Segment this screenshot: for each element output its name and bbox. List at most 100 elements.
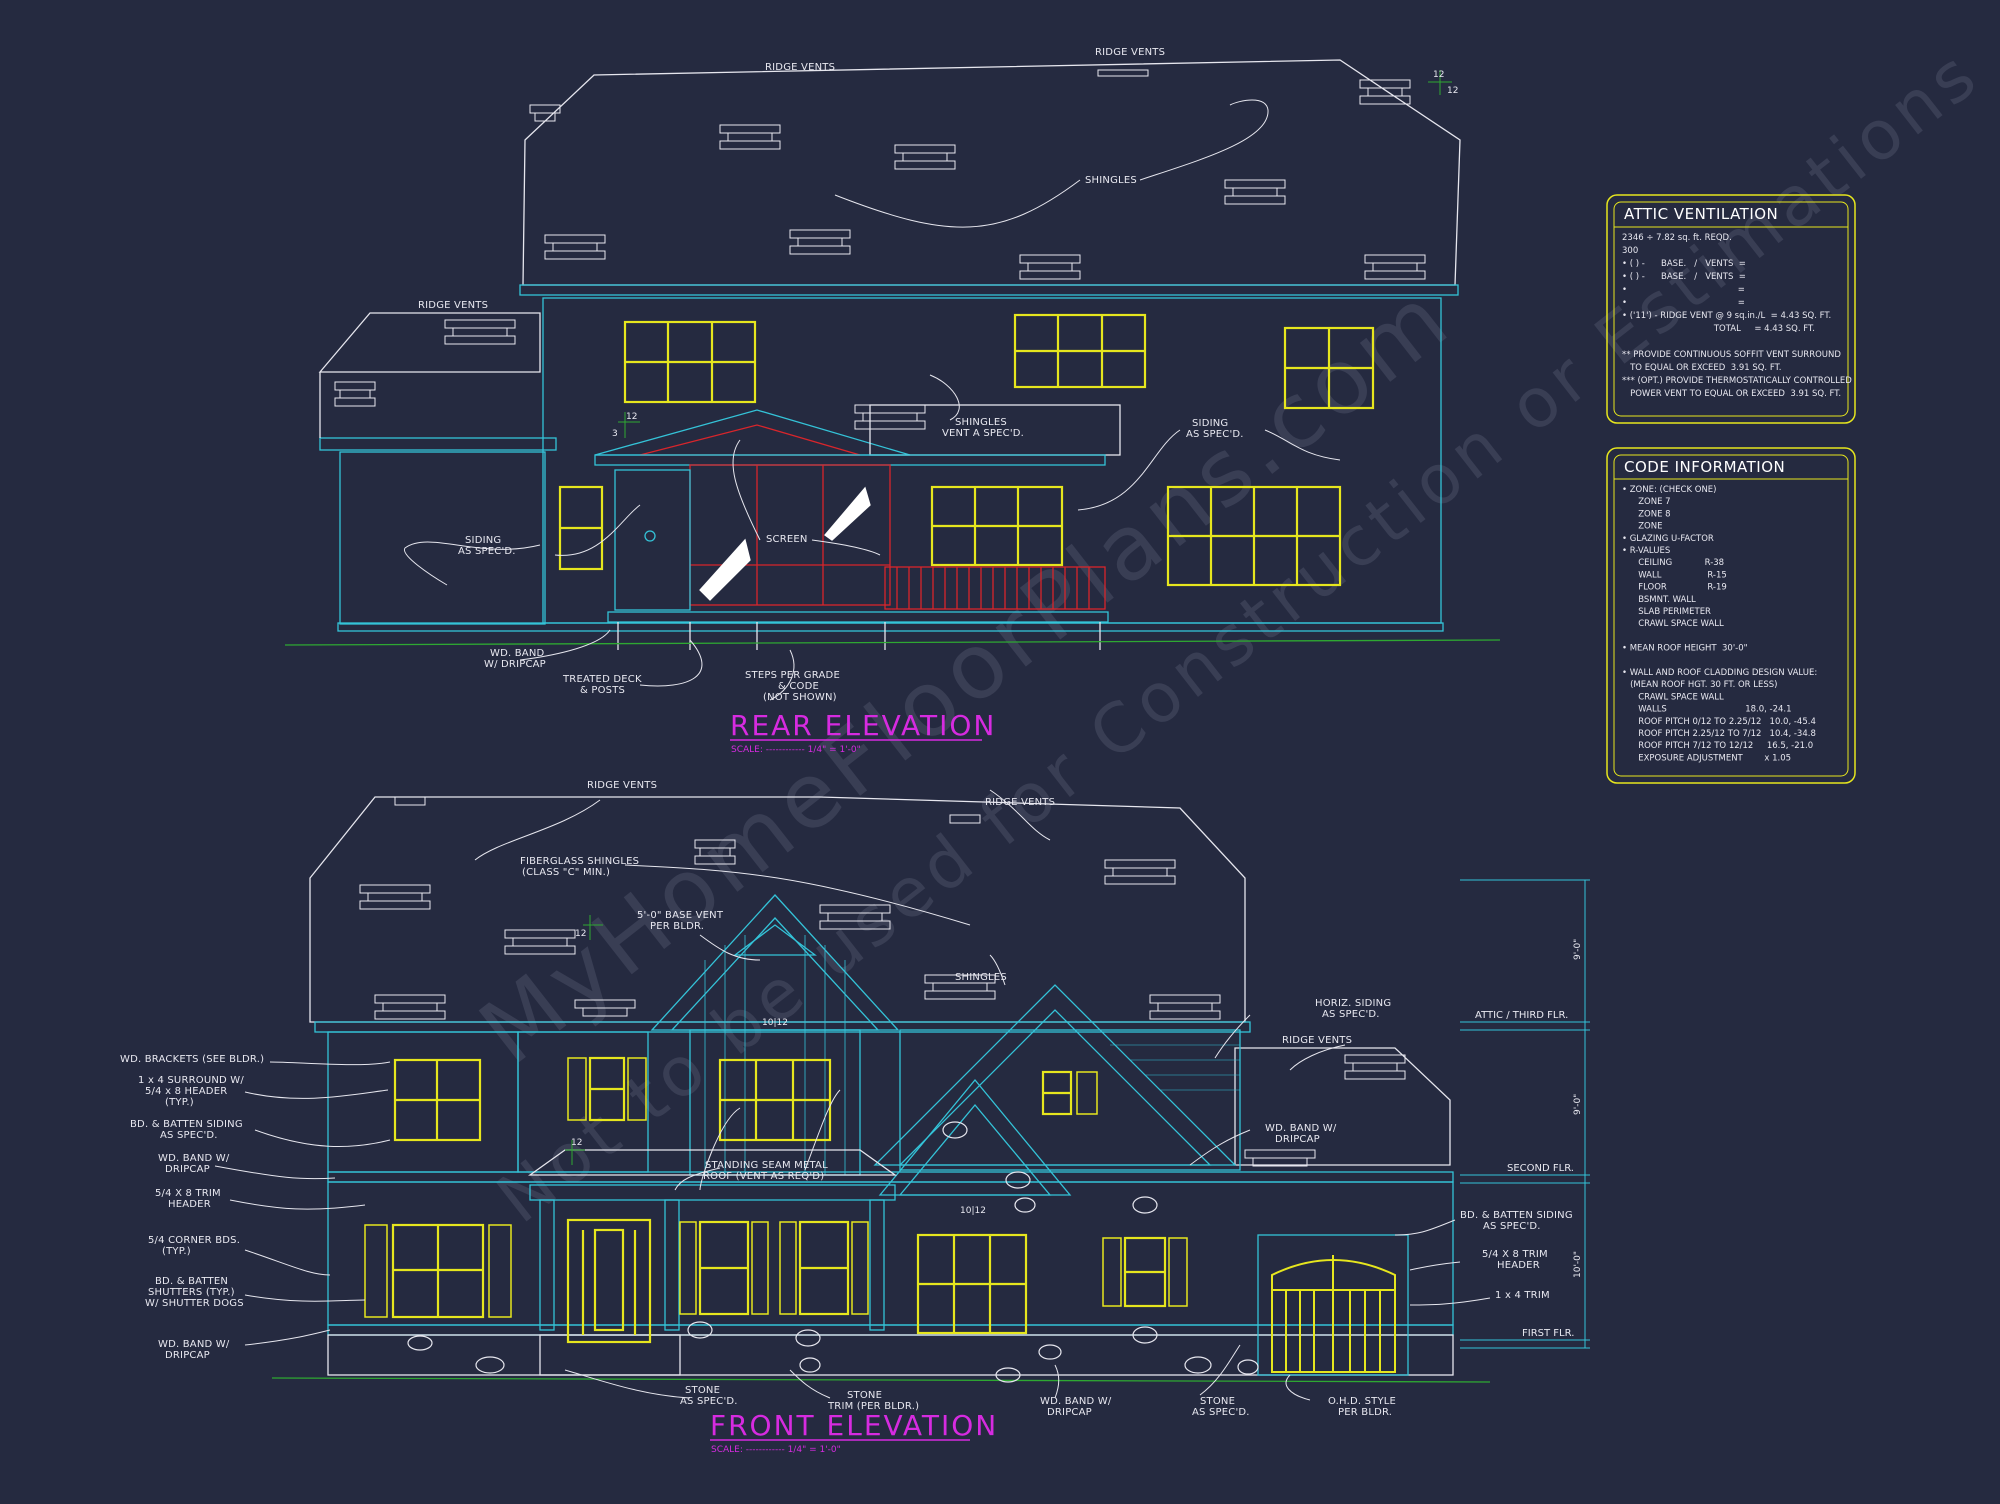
front-label-shingles: SHINGLES <box>955 972 1007 983</box>
front-right-gable-inner <box>898 1009 1212 1166</box>
rear-label-ridge-vents-1: RIDGE VENTS <box>765 62 835 73</box>
rear-label-wd-band-1: WD. BAND <box>490 648 545 659</box>
rear-label-ridge-vents-3: RIDGE VENTS <box>418 300 488 311</box>
rear-label-steps-1: STEPS PER GRADE <box>745 670 840 681</box>
attic_ventilation-line: • ( ) - BASE. / VENTS = <box>1622 272 1746 282</box>
front-label-fiberglass-2: (CLASS "C" MIN.) <box>522 867 610 878</box>
code_information-line: ZONE 7 <box>1622 497 1671 507</box>
front-shutters <box>364 1057 1188 1318</box>
front-label-bd-batten-2: AS SPEC'D. <box>160 1130 218 1141</box>
front-label-corner-1: 5/4 CORNER BDS. <box>148 1235 240 1246</box>
code_information-line: SLAB PERIMETER <box>1622 607 1711 617</box>
front-leaders <box>214 789 1491 1401</box>
rear-label-shingles: SHINGLES <box>1085 175 1137 186</box>
front-label-trim-header-2: HEADER <box>168 1199 211 1210</box>
code_information-line: ZONE <box>1622 522 1662 532</box>
code-information-lines: • ZONE: (CHECK ONE) ZONE 7 ZONE 8 ZONE• … <box>1622 485 1817 763</box>
front-upper-wall-center <box>517 1031 649 1173</box>
rear-windows <box>558 313 1375 587</box>
front-label-horiz-1: HORIZ. SIDING <box>1315 998 1391 1009</box>
front-label-surround-3: (TYP.) <box>165 1097 194 1108</box>
code_information-line: WALL R-15 <box>1622 570 1727 580</box>
front-label-wd-band-bl-2: DRIPCAP <box>165 1350 210 1361</box>
front-labels: RIDGE VENTS RIDGE VENTS RIDGE VENTS FIBE… <box>120 780 1573 1418</box>
code_information-line: CRAWL SPACE WALL <box>1622 692 1724 702</box>
front-roof-vents <box>359 796 1406 1167</box>
front-level-attic: ATTIC / THIRD FLR. <box>1475 1010 1568 1021</box>
code_information-line: • MEAN ROOF HEIGHT 30'-0" <box>1622 644 1748 654</box>
front-label-wd-band-r-1: WD. BAND W/ <box>1265 1123 1337 1134</box>
code_information-line: ROOF PITCH 2.25/12 TO 7/12 10.4, -34.8 <box>1622 729 1816 739</box>
front-label-wd-band-b-1: WD. BAND W/ <box>1040 1396 1112 1407</box>
attic-ventilation-lines: 2346 ÷ 7.82 sq. ft. REQD.300• ( ) - BASE… <box>1622 233 1852 399</box>
front-label-bd-batten-r-2: AS SPEC'D. <box>1483 1221 1541 1232</box>
rear-label-siding-right-1: SIDING <box>1192 418 1228 429</box>
front-pitch-10-12-b: 10|12 <box>960 1206 986 1216</box>
front-label-standing-2: ROOF (VENT AS REQ'D) <box>703 1171 824 1182</box>
front-pitch-symbols <box>565 915 603 1165</box>
front-garage-door <box>1271 1255 1396 1373</box>
front-first-floor-band <box>327 1324 1454 1336</box>
rear-pitch-12b: 12 <box>1447 86 1458 96</box>
front-stones <box>407 1121 1259 1383</box>
rear-wing-wall <box>339 451 546 625</box>
rear-elevation-title: REAR ELEVATION <box>730 709 996 742</box>
front-label-stone-a-2: AS SPEC'D. <box>680 1396 738 1407</box>
rear-deck-railing <box>884 566 1106 610</box>
front-label-shutters-2: SHUTTERS (TYP.) <box>148 1287 235 1298</box>
front-entry-door <box>566 1218 652 1344</box>
rear-label-shingles-vent-2: VENT A SPEC'D. <box>942 428 1024 439</box>
front-elevation-title: FRONT ELEVATION <box>710 1409 998 1442</box>
rear-label-screen: SCREEN <box>766 534 808 545</box>
code_information-line: • ZONE: (CHECK ONE) <box>1622 485 1716 495</box>
code_information-line: FLOOR R-19 <box>1622 583 1727 593</box>
rear-label-siding-left-2: AS SPEC'D. <box>458 546 516 557</box>
attic_ventilation-line: TO EQUAL OR EXCEED 3.91 SQ. FT. <box>1622 363 1781 373</box>
front-elevation-scale: SCALE: ------------ 1/4" = 1'-0" <box>711 1445 841 1455</box>
front-label-standing-1: STANDING SEAM METAL <box>705 1160 828 1171</box>
front-level-first: FIRST FLR. <box>1522 1328 1574 1339</box>
front-label-stone-a-1: STONE <box>685 1385 720 1396</box>
front-ground-line <box>271 1377 1491 1383</box>
front-label-wd-band-bl-1: WD. BAND W/ <box>158 1339 230 1350</box>
front-pitch-10-12-a: 10|12 <box>762 1018 788 1028</box>
code_information-line: BSMNT. WALL <box>1622 595 1696 605</box>
rear-deck-balusters <box>896 567 1090 609</box>
front-label-trim-header-r-2: HEADER <box>1497 1260 1540 1271</box>
front-label-wd-band-l-1: WD. BAND W/ <box>158 1153 230 1164</box>
front-label-base-vent-1: 5'-0" BASE VENT <box>637 910 724 921</box>
front-porch-steps <box>539 1334 681 1376</box>
front-dim-9b: 9'-0" <box>1573 1094 1583 1115</box>
rear-screen-glare-1 <box>699 538 751 601</box>
front-dim-10: 10'-0" <box>1573 1251 1583 1278</box>
front-entry-gable-inner <box>898 1103 1052 1196</box>
rear-label-ridge-vents-2: RIDGE VENTS <box>1095 47 1165 58</box>
rear-pitch-12a: 12 <box>1433 70 1444 80</box>
front-label-base-vent-2: PER BLDR. <box>650 921 704 932</box>
front-label-wd-band-l-2: DRIPCAP <box>165 1164 210 1175</box>
front-label-surround-2: 5/4 x 8 HEADER <box>145 1086 227 1097</box>
rear-pitch-symbols <box>618 70 1452 438</box>
front-porch-columns <box>539 1199 885 1331</box>
attic_ventilation-line: • ('11') - RIDGE VENT @ 9 sq.in./L = 4.4… <box>1622 311 1831 321</box>
front-label-fiberglass-1: FIBERGLASS SHINGLES <box>520 856 639 867</box>
attic_ventilation-line: POWER VENT TO EQUAL OR EXCEED 3.91 SQ. F… <box>1622 389 1841 399</box>
front-dim-9a: 9'-0" <box>1573 939 1583 960</box>
front-stone-base <box>327 1334 1454 1376</box>
front-label-ridge-vents-3: RIDGE VENTS <box>1282 1035 1352 1046</box>
code_information-line: ROOF PITCH 0/12 TO 2.25/12 10.0, -45.4 <box>1622 717 1816 727</box>
rear-main-roof <box>522 59 1461 286</box>
rear-pitch-3: 3 <box>612 429 618 439</box>
code_information-line: CRAWL SPACE WALL <box>1622 619 1724 629</box>
front-label-stone-trim-2: TRIM (PER BLDR.) <box>827 1401 919 1412</box>
front-level-second: SECOND FLR. <box>1507 1163 1574 1174</box>
rear-wing-fascia <box>319 437 557 451</box>
attic_ventilation-line: 300 <box>1622 246 1638 256</box>
rear-label-deck-2: & POSTS <box>580 685 625 696</box>
attic_ventilation-line: ** PROVIDE CONTINUOUS SOFFIT VENT SURROU… <box>1622 350 1841 360</box>
rear-wing-roof <box>318 312 541 373</box>
rear-label-deck-1: TREATED DECK <box>562 674 642 685</box>
rear-deck <box>607 611 1109 623</box>
front-label-shutters-3: W/ SHUTTER DOGS <box>145 1298 244 1309</box>
